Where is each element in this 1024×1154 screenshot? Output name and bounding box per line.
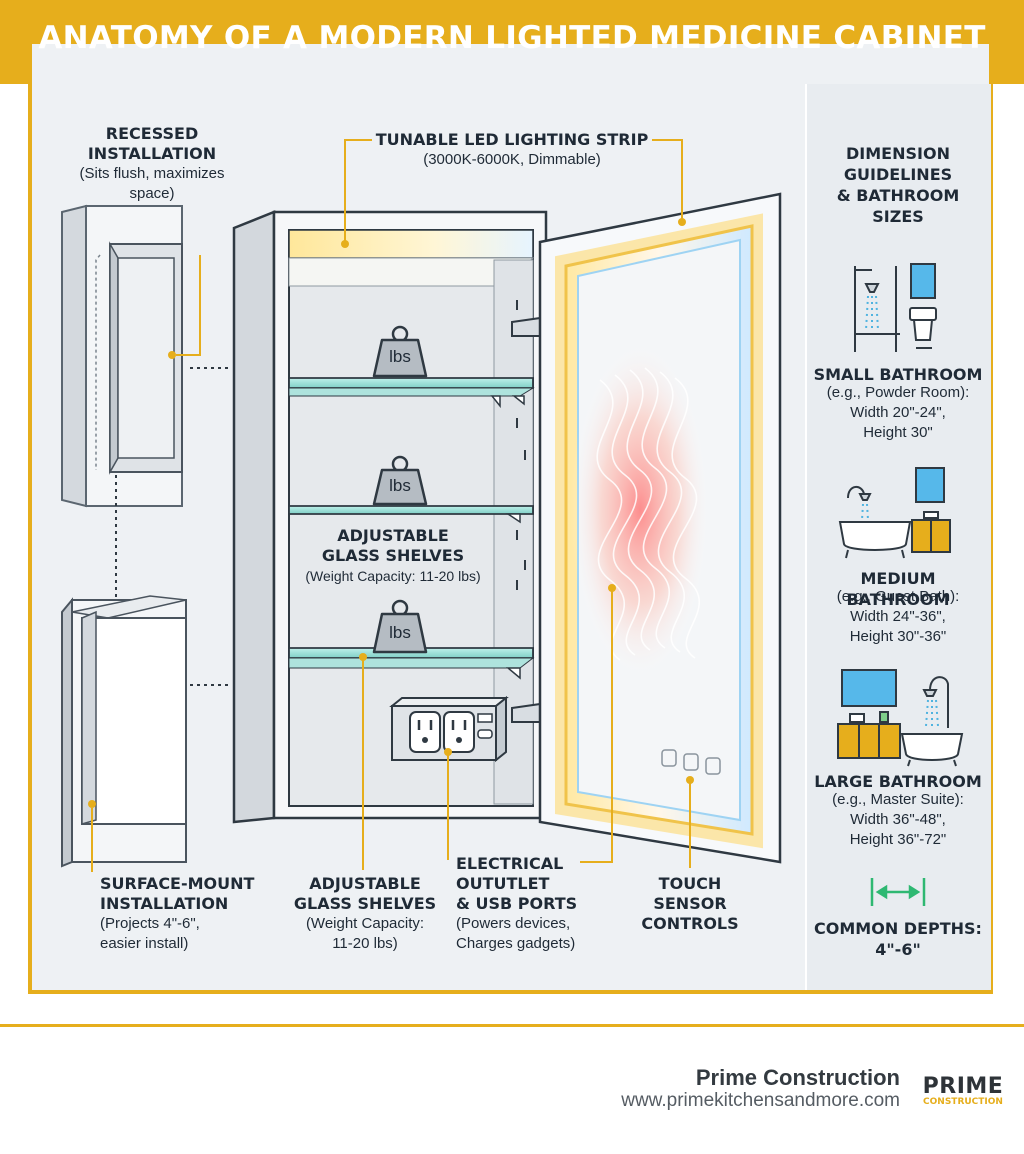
frame-corner-left: [14, 44, 28, 48]
weight-label: lbs: [389, 623, 411, 642]
recessed-installation-label: RECESSED INSTALLATION (Sits flush, maxim…: [79, 124, 225, 202]
medium-bathroom-icon: [838, 467, 951, 559]
weight-icon: [372, 325, 428, 378]
company-name: Prime Construction: [695, 1065, 900, 1090]
led-strip-label: TUNABLE LED LIGHTING STRIP (3000K-6000K,…: [375, 130, 649, 168]
company-logo: PRIME CONSTRUCTION: [922, 1074, 1004, 1107]
electrical-outlet-illustration: [389, 695, 509, 763]
glass-shelves: [288, 377, 535, 680]
small-bathroom-heading: SMALL BATHROOM: [813, 365, 983, 384]
weight-label: lbs: [389, 476, 411, 495]
page-title: ANATOMY OF A MODERN LIGHTED MEDICINE CAB…: [38, 20, 986, 56]
small-bathroom-icon: [854, 263, 937, 352]
cabinet-diagram: [61, 139, 964, 906]
frame-corner-right: [993, 44, 1007, 48]
medium-bathroom-details: (e.g., Guest Bath): Width 24"-36", Heigh…: [836, 588, 960, 645]
weight-icon: [372, 455, 428, 506]
company-website-link[interactable]: www.primekitchensandmore.com: [621, 1090, 900, 1111]
common-depths: COMMON DEPTHS: 4"-6": [814, 919, 982, 959]
medium-bathroom-heading: MEDIUM BATHROOM: [846, 569, 950, 609]
callout-lines: [344, 139, 691, 870]
mirror-door: [538, 192, 782, 864]
weight-label: lbs: [389, 347, 411, 366]
sidebar-heading: DIMENSION GUIDELINES & BATHROOM SIZES: [836, 144, 960, 226]
footer-divider: [0, 1024, 1024, 1027]
surface-mount-label: SURFACE-MOUNT INSTALLATION (Projects 4"-…: [100, 874, 255, 952]
shelves-center-label: ADJUSTABLE GLASS SHELVES (Weight Capacit…: [305, 526, 481, 584]
recessed-installation-illustration: [61, 204, 232, 508]
touch-sensor-buttons: [661, 749, 721, 775]
surface-mount-illustration: [61, 475, 232, 872]
weight-icons: [372, 325, 428, 654]
weight-icon: [372, 599, 428, 654]
depth-arrow-icon: [870, 878, 926, 906]
small-bathroom-details: (e.g., Powder Room): Width 20"-24", Heig…: [826, 384, 970, 441]
large-bathroom-heading: LARGE BATHROOM: [814, 772, 982, 791]
large-bathroom-icon: [837, 669, 964, 767]
large-bathroom-details: (e.g., Master Suite): Width 36"-48", Hei…: [832, 791, 964, 848]
shelves-bottom-label: ADJUSTABLE GLASS SHELVES (Weight Capacit…: [293, 874, 437, 952]
electrical-outlet-label: ELECTRICAL OUTUTLET & USB PORTS (Powers …: [456, 854, 578, 952]
touch-sensor-label: TOUCH SENSOR CONTROLS: [641, 874, 739, 933]
